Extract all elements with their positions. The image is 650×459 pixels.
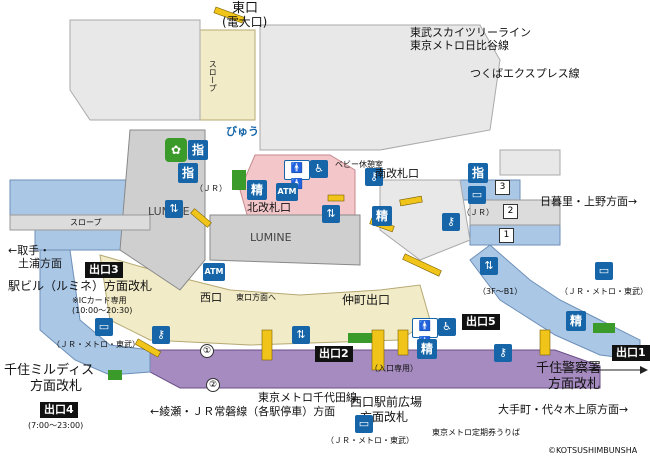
- restroom-icon-2: 🚹🚺: [412, 318, 438, 348]
- concourse-mildis: [39, 249, 151, 376]
- gate-marker-1: [232, 170, 246, 190]
- slope-horizontal-label: スロープ: [70, 218, 102, 227]
- lumine-2: [209, 214, 361, 266]
- reserved-ticket-sign-3: 指: [468, 163, 488, 183]
- exit5-badge: 出口5: [462, 314, 500, 330]
- hibiya-line-label: 東京メトロ日比谷線: [410, 39, 509, 52]
- accessible-icon-2: ♿: [438, 318, 456, 336]
- reserved-ticket-sign-2: 指: [178, 163, 198, 183]
- key-icon-3: ⚷: [494, 344, 512, 362]
- jr-label-right: （ＪＲ）: [462, 208, 494, 217]
- nakamachi-exit-label: 仲町出口: [342, 293, 391, 307]
- chiyoda-line-label: 東京メトロ千代田線: [258, 391, 357, 404]
- reserved-ticket-sign: 指: [188, 140, 208, 160]
- key-icon: ⚷: [365, 168, 383, 186]
- atm-icon-2: ATM: [203, 263, 225, 281]
- copyright-label: ©KOTSUSHIMBUNSHA: [548, 446, 638, 455]
- toride-label: ←取手・: [8, 244, 51, 257]
- east-direction-label: 東口方面へ: [236, 293, 276, 302]
- exit2-badge: 出口2: [315, 346, 353, 362]
- track-c1-marker: ①: [200, 344, 214, 358]
- ic-hours-label: (10:00〜20:30): [72, 306, 133, 315]
- concourse-right: [454, 179, 521, 201]
- jr-label-left: （ＪＲ）: [195, 184, 227, 193]
- senju-mildis-label: 千住ミルディス: [4, 363, 95, 378]
- ticket-machine-icon-3: ▭: [595, 262, 613, 280]
- west-exit-label: 西口: [200, 291, 222, 304]
- mildis-gate-label: 方面改札: [30, 379, 83, 394]
- joban-direction-label: ←綾瀬・ＪＲ常磐線（各駅停車）方面: [150, 405, 336, 418]
- nippori-direction-label: 日暮里・上野方面→: [540, 195, 638, 208]
- track-3-marker: 3: [495, 180, 510, 195]
- ticket-machine-icon-4: ▭: [355, 415, 373, 433]
- gate-marker-2: [348, 333, 374, 343]
- key-icon-2: ⚷: [442, 213, 460, 231]
- north-gate-label: 北改札口: [247, 201, 291, 214]
- jr-metro-tobu-label-3: （ＪＲ・メトロ・東武）: [560, 287, 648, 296]
- exit4-badge: 出口4: [40, 402, 78, 418]
- viewcard-label: びゅう: [226, 125, 259, 138]
- platform-ne: [259, 24, 501, 151]
- jr-metro-tobu-label-2: （ＪＲ・メトロ・東武）: [326, 436, 414, 445]
- baby-room-label: ベビー休憩室: [335, 160, 383, 169]
- concourse-right-2: [469, 224, 561, 246]
- south-gate-label: 南改札口: [375, 167, 419, 180]
- slope-vertical-label: スロープ: [208, 60, 218, 92]
- police-gate-label: 方面改札: [548, 377, 601, 392]
- exit4-hours-label: (7:00〜23:00): [28, 421, 84, 430]
- entry-only-label: （入口専用）: [370, 364, 418, 373]
- fare-adjust-sign: 精: [247, 180, 267, 200]
- ticket-machine-icon-2: ▭: [468, 186, 486, 204]
- exit1-badge: 出口1: [612, 345, 650, 361]
- track-1-marker: 1: [499, 228, 514, 243]
- track-2-marker: 2: [503, 204, 518, 219]
- exit1-arrowhead: [640, 366, 648, 374]
- east-exit-label: 東口: [232, 1, 259, 16]
- metro-pass-label: 東京メトロ定期券うりば: [432, 428, 520, 437]
- senju-police-label: 千住警察署: [536, 361, 602, 376]
- tsukuba-line-label: つくばエクスプレス線: [470, 67, 580, 80]
- fare-adjust-sign-3: 精: [566, 311, 586, 331]
- fare-adjust-sign-4: 精: [417, 339, 437, 359]
- ticket-machine-icon: ▭: [95, 318, 113, 336]
- atm-icon: ATM: [276, 183, 298, 201]
- tobu-line-label: 東武スカイツリーライン: [410, 26, 531, 39]
- escalators: [134, 6, 551, 371]
- west-plaza-label: 西口駅前広場: [350, 395, 423, 409]
- tsuchiura-label: 土浦方面: [18, 257, 62, 270]
- otemachi-direction-label: 大手町・代々木上原方面→: [498, 403, 629, 416]
- elevator-icon-4: ⇅: [292, 326, 310, 344]
- fare-adjust-sign-2: 精: [372, 206, 392, 226]
- platform-nw: [69, 19, 201, 121]
- track-left: [9, 214, 151, 231]
- concourse-main: [99, 254, 431, 346]
- track-c2-marker: ②: [206, 378, 220, 392]
- east-exit-sub-label: (電大口): [222, 15, 268, 29]
- elevator-icon: ⇅: [165, 200, 183, 218]
- elevator-icon-3: ⇅: [480, 257, 498, 275]
- ic-only-label: ※ICカード専用: [72, 296, 127, 305]
- b1-label: （3F〜B1）: [478, 287, 523, 296]
- gate-marker-3: [593, 323, 615, 333]
- jr-metro-tobu-label-1: （ＪＲ・メトロ・東武）: [52, 340, 140, 349]
- exit3-badge: 出口3: [85, 262, 123, 278]
- restroom-icon: 🚹🚺: [284, 160, 310, 190]
- station-building-gate-label: 駅ビル（ルミネ）方面改札: [8, 279, 153, 293]
- gate-marker-4: [108, 370, 122, 380]
- key-icon-4: ⚷: [152, 326, 170, 344]
- elevator-icon-2: ⇅: [322, 205, 340, 223]
- lumine-logo-icon: ✿: [165, 138, 187, 162]
- lumine-label-2: LUMINE: [250, 231, 292, 244]
- accessible-icon: ♿: [310, 160, 328, 178]
- platform-tsukuba: [499, 149, 561, 176]
